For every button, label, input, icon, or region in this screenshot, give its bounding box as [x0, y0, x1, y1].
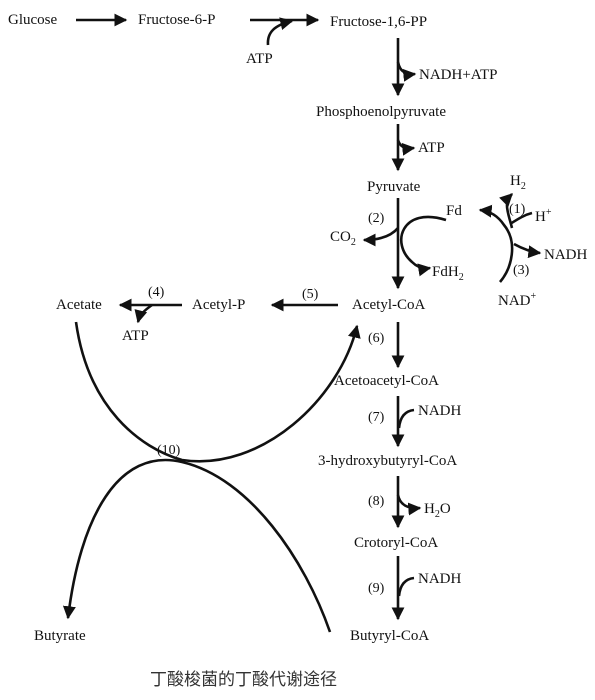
co2-release-arrow	[362, 227, 399, 247]
h2o-base: H	[424, 501, 435, 517]
fructose-1-6-pp-label: Fructose-1,6-PP	[330, 14, 428, 30]
atp-label-3: ATP	[122, 328, 149, 344]
phosphoenolpyruvate-label: Phosphoenolpyruvate	[316, 104, 446, 120]
nadh-label-3: NADH	[418, 571, 462, 587]
nadh-atp-branch-arrow	[396, 61, 417, 82]
nadh-label-1: NADH	[544, 247, 588, 263]
butyrate-label: Butyrate	[34, 628, 86, 644]
acetate-to-acetylcoa-curve	[74, 321, 361, 463]
h-plus-label: H+	[535, 204, 551, 226]
nad-plus-label: NAD+	[498, 288, 536, 310]
fdh2-label: FdH2	[432, 263, 464, 287]
atp-label-2: ATP	[418, 140, 445, 156]
atp-output-arrow-3	[134, 303, 153, 324]
step-4-label: (4)	[148, 285, 165, 300]
step-6-label: (6)	[368, 331, 385, 346]
fructose-6-p-label: Fructose-6-P	[138, 12, 216, 28]
fdh2-base: FdH	[432, 264, 459, 280]
glucose-label: Glucose	[8, 12, 58, 28]
fdh2-subscript: 2	[458, 272, 464, 283]
acetyl-coa-label: Acetyl-CoA	[352, 297, 426, 313]
co2-label: CO2	[330, 228, 356, 252]
atp-branch-arrow-2	[396, 139, 416, 156]
step-7-label: (7)	[368, 410, 385, 425]
h2-base: H	[510, 173, 521, 189]
h2-subscript: 2	[520, 181, 526, 192]
step-9-label: (9)	[368, 581, 385, 596]
co2-subscript: 2	[350, 237, 356, 248]
h-plus-superscript: +	[545, 207, 552, 218]
acetate-label: Acetate	[56, 297, 102, 313]
h2-label: H2	[510, 172, 526, 196]
step-3-label: (3)	[513, 263, 530, 278]
step-2-label: (2)	[368, 211, 385, 226]
step-5-label: (5)	[302, 287, 319, 302]
h2o-output-arrow	[396, 494, 422, 516]
butyryl-coa-label: Butyryl-CoA	[350, 628, 430, 644]
h2o-subscript: 2	[434, 509, 440, 520]
step-1-label: (1)	[509, 202, 526, 217]
h2o-label: H2O	[424, 500, 451, 524]
acetylcoa-to-butyrate-curve	[62, 458, 332, 633]
atp-label-1: ATP	[246, 51, 273, 67]
nadh-input-arrow-3	[397, 576, 415, 597]
acetyl-p-label: Acetyl-P	[192, 297, 246, 313]
h-plus-base: H	[535, 209, 546, 225]
step-8-label: (8)	[368, 494, 385, 509]
fd-reduction-curve	[400, 215, 447, 277]
hydroxybutyryl-coa-label: 3-hydroxybutyryl-CoA	[318, 453, 458, 469]
atp-consumed-arrow-1	[266, 17, 294, 46]
fd-oxidation-curve	[478, 204, 514, 283]
nadh-output-arrow	[513, 242, 542, 259]
nadh-label-2: NADH	[418, 403, 462, 419]
nadh-atp-label: NADH+ATP	[419, 67, 498, 83]
figure-caption: 丁酸梭菌的丁酸代谢途径	[150, 670, 337, 690]
h-plus-input-arrow	[509, 211, 533, 226]
nad-superscript: +	[530, 291, 537, 302]
co2-base: CO	[330, 229, 351, 245]
acetoacetyl-coa-label: Acetoacetyl-CoA	[334, 373, 439, 389]
nadh-input-arrow-2	[397, 408, 415, 429]
fd-label: Fd	[446, 203, 462, 219]
nad-base: NAD	[498, 293, 531, 309]
pyruvate-label: Pyruvate	[367, 179, 421, 195]
h2o-tail: O	[439, 501, 451, 517]
crotoryl-coa-label: Crotoryl-CoA	[354, 535, 439, 551]
step-10-label: (10)	[157, 443, 181, 458]
